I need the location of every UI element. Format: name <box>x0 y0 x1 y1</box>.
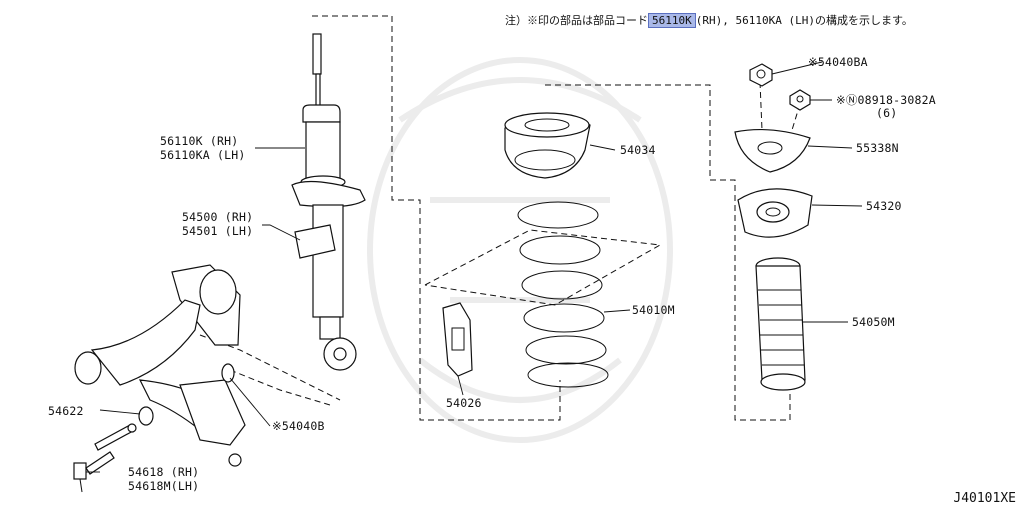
label-insulator[interactable]: 54034 <box>620 143 656 157</box>
label-nut-mount-qty: (6) <box>876 106 898 120</box>
note-suffix: (RH), 56110KA (LH)の構成を示します。 <box>695 14 913 27</box>
label-nut-top[interactable]: ※54040BA <box>808 55 868 69</box>
label-strut-lh[interactable]: 56110KA (LH) <box>160 148 246 162</box>
lower-arm <box>74 264 246 467</box>
label-strut-rh[interactable]: 56110K (RH) <box>160 134 239 148</box>
watermark <box>367 57 673 443</box>
assembly-dash-lines <box>199 15 801 421</box>
ball-joint <box>73 423 137 493</box>
label-balljoint-lh[interactable]: 54618M(LH) <box>128 479 200 493</box>
label-spring[interactable]: 54010M <box>632 303 675 317</box>
label-bracket[interactable]: 54026 <box>446 396 482 410</box>
label-bushing-bolt[interactable]: ※54040B <box>272 419 325 433</box>
strut-assembly <box>291 33 366 371</box>
note-prefix: 注）※印の部品は部品コード <box>505 14 648 27</box>
leader-lines <box>86 61 863 473</box>
mount-plate <box>734 128 811 173</box>
diagram-id: J40101XE <box>953 491 1016 506</box>
label-boot[interactable]: 54050M <box>852 315 895 329</box>
label-balljoint-rh[interactable]: 54618 (RH) <box>128 465 200 479</box>
label-mount[interactable]: 54320 <box>866 199 902 213</box>
label-plate[interactable]: 55338N <box>856 141 899 155</box>
note-highlight-part-code[interactable]: 56110K <box>648 13 696 28</box>
label-nut-mount[interactable]: ※Ⓝ08918-3082A <box>836 93 936 107</box>
top-nuts <box>749 63 811 111</box>
label-arm-rh[interactable]: 54500 (RH) <box>182 210 254 224</box>
dust-boot <box>755 257 806 391</box>
bushing-bolt <box>138 363 235 426</box>
spring-insulator <box>504 112 591 179</box>
label-arm-lh[interactable]: 54501 (LH) <box>182 224 254 238</box>
strut-mount <box>737 188 813 238</box>
label-washer[interactable]: 54622 <box>48 404 84 418</box>
bracket <box>442 302 473 377</box>
coil-spring <box>517 201 609 388</box>
